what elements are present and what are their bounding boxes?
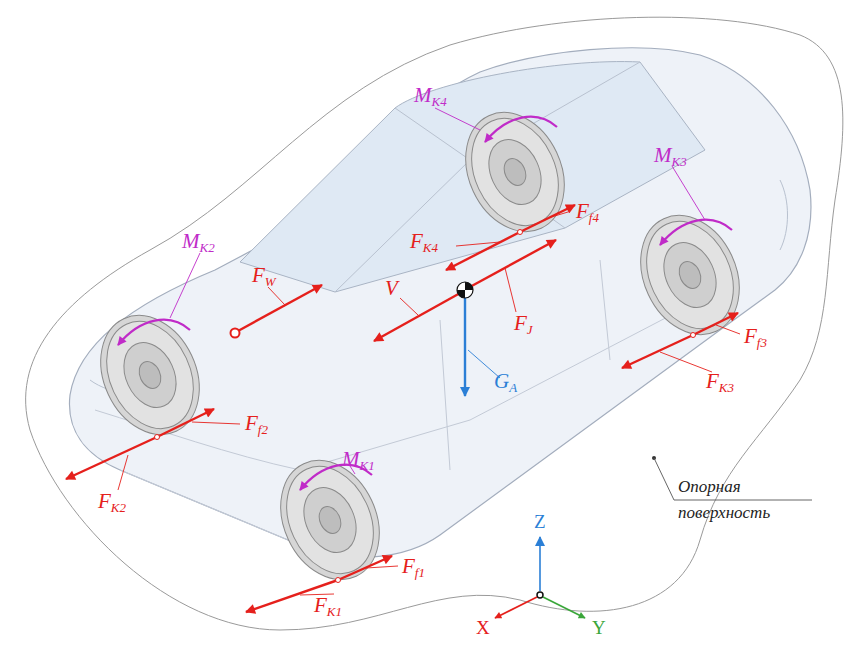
symbol-index: K4	[423, 240, 438, 255]
symbol-letter: G	[494, 369, 509, 393]
force-label: FK1	[312, 594, 344, 618]
axis-label: Y	[590, 618, 608, 639]
force-label: Ff4	[574, 200, 601, 224]
axis-label: X	[474, 618, 492, 639]
symbol-index: K1	[327, 604, 342, 619]
symbol-letter: F	[252, 263, 265, 287]
symbol-letter: M	[182, 229, 200, 253]
force-label: FK4	[408, 230, 440, 254]
force-label: Ff1	[400, 555, 427, 579]
force-label: Ff2	[243, 412, 270, 436]
symbol-index: f3	[757, 335, 767, 350]
axis-label: Z	[532, 512, 548, 533]
moment-label: MK4	[412, 84, 449, 108]
symbol-index: K3	[672, 154, 687, 169]
symbol-letter: F	[245, 411, 258, 435]
symbol-letter: F	[410, 229, 423, 253]
symbol-letter: F	[98, 489, 111, 513]
force-label: FK2	[96, 490, 128, 514]
symbol-index: f1	[415, 565, 425, 580]
force-label: FW	[250, 264, 278, 288]
moment-label: MK3	[652, 144, 689, 168]
force-label: GA	[492, 370, 519, 394]
moment-label: MK2	[180, 230, 217, 254]
symbol-index: J	[527, 322, 533, 337]
force-label: V	[383, 277, 400, 300]
symbol-letter: F	[314, 593, 327, 617]
symbol-index: K4	[432, 94, 447, 109]
symbol-index: f4	[589, 210, 599, 225]
surface-note: Опорная поверхность	[676, 474, 830, 527]
symbol-letter: F	[576, 199, 589, 223]
symbol-letter: M	[342, 447, 360, 471]
moment-label: MK1	[340, 448, 377, 472]
symbol-letter: M	[414, 83, 432, 107]
symbol-index: W	[265, 274, 276, 289]
symbol-index: K3	[719, 380, 734, 395]
force-label: FJ	[512, 312, 535, 336]
force-label: FK3	[704, 370, 736, 394]
symbol-letter: F	[706, 369, 719, 393]
force-label: Ff3	[742, 325, 769, 349]
symbol-index: A	[509, 380, 517, 395]
symbol-letter: F	[402, 554, 415, 578]
symbol-index: K2	[111, 500, 126, 515]
symbol-index: K1	[360, 458, 375, 473]
symbol-index: K2	[200, 240, 215, 255]
symbol-letter: M	[654, 143, 672, 167]
symbol-letter: F	[514, 311, 527, 335]
symbol-index: f2	[258, 422, 268, 437]
symbol-letter: F	[744, 324, 757, 348]
